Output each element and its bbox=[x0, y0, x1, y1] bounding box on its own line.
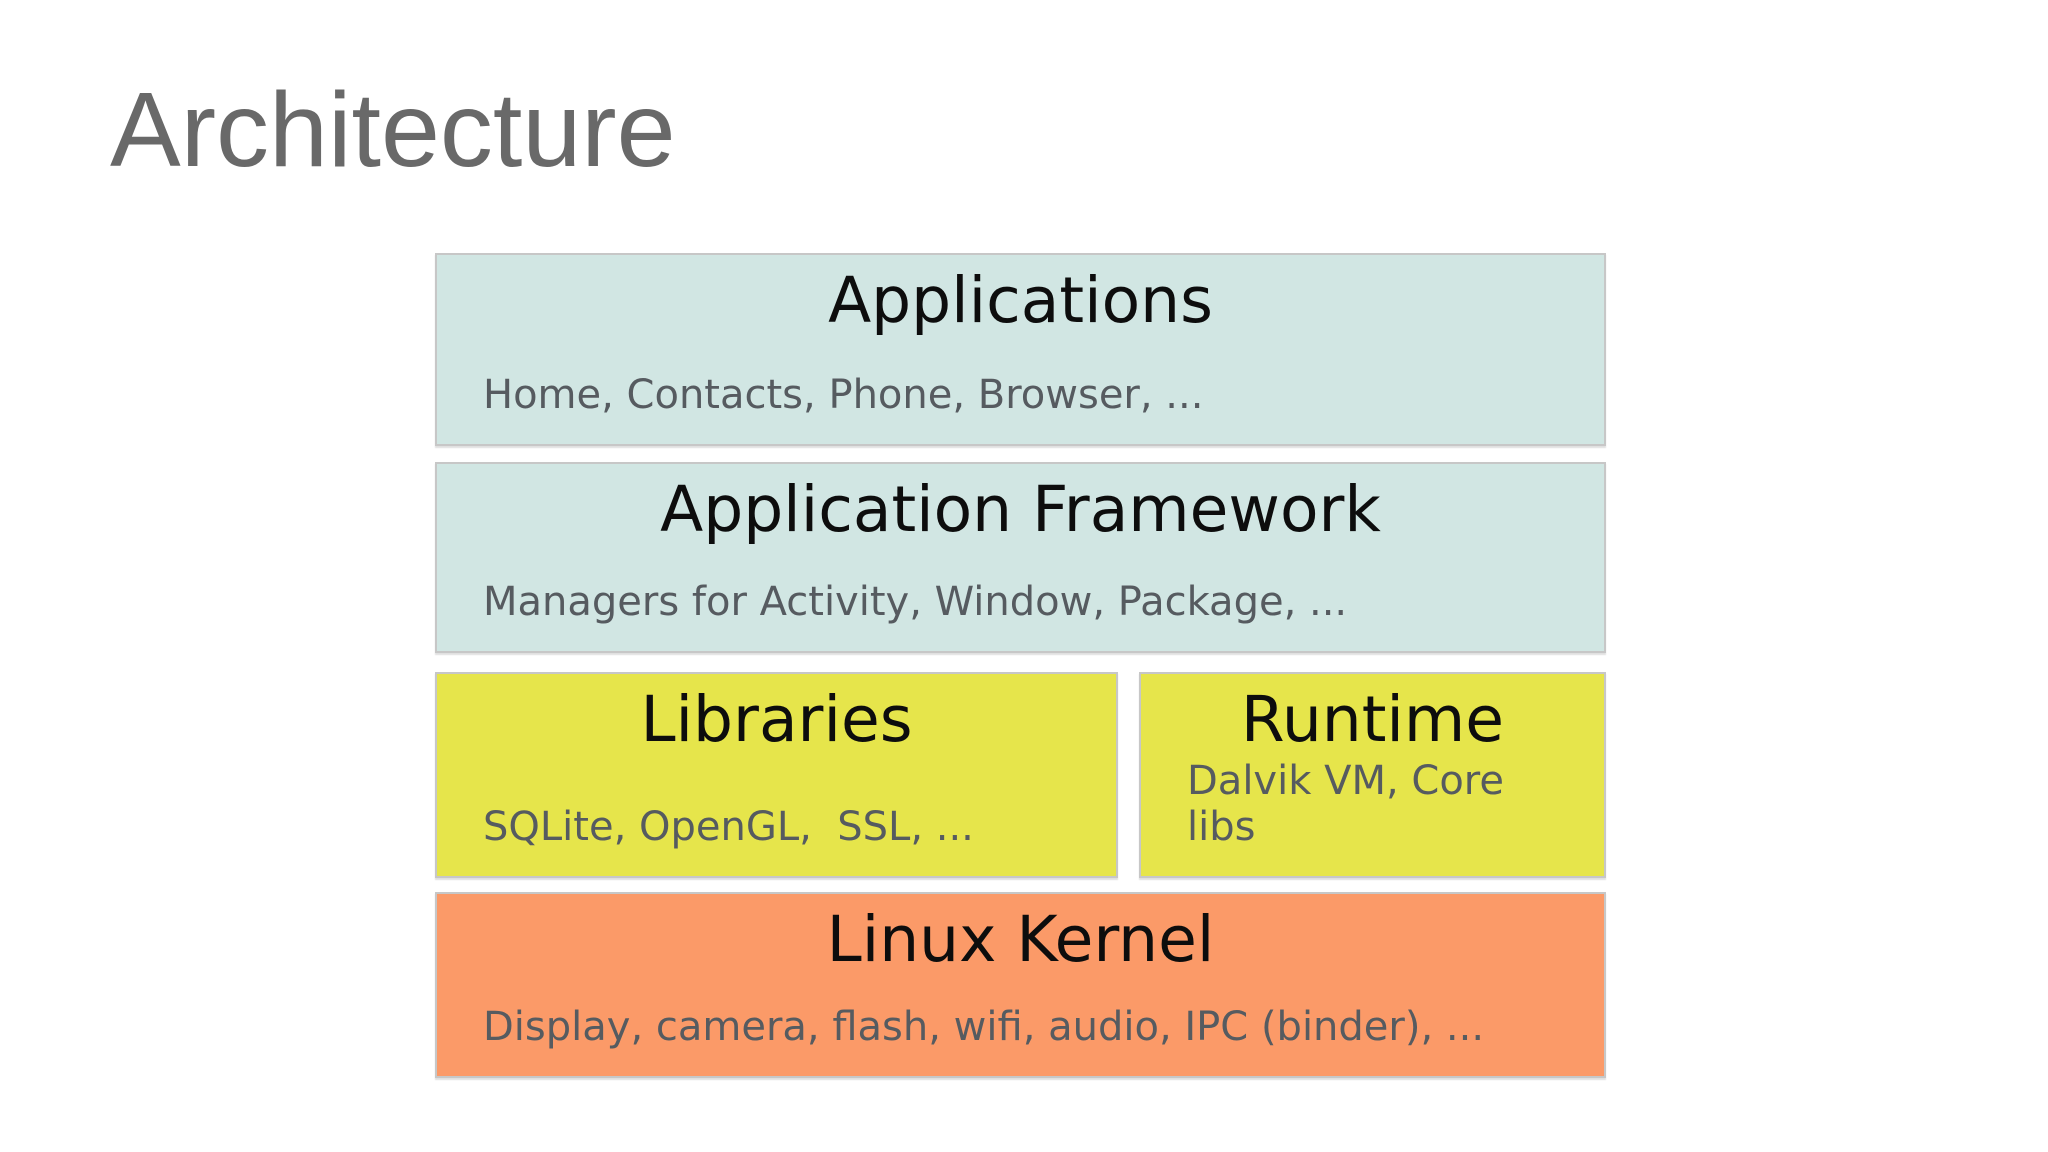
layer-libraries-subtitle: SQLite, OpenGL, SSL, ... bbox=[483, 804, 974, 850]
layer-application-framework: Application Framework Managers for Activ… bbox=[435, 462, 1606, 653]
layer-libraries: Libraries SQLite, OpenGL, SSL, ... bbox=[435, 672, 1118, 878]
layer-linux-kernel-title: Linux Kernel bbox=[826, 903, 1215, 976]
layer-runtime-subtitle: Dalvik VM, Core libs bbox=[1187, 758, 1517, 850]
layer-applications: Applications Home, Contacts, Phone, Brow… bbox=[435, 253, 1606, 446]
layer-linux-kernel: Linux Kernel Display, camera, flash, wif… bbox=[435, 892, 1606, 1078]
slide-title: Architecture bbox=[110, 71, 676, 189]
layer-libraries-title: Libraries bbox=[640, 683, 913, 756]
layer-runtime-title: Runtime bbox=[1240, 683, 1505, 756]
architecture-stack-diagram: Applications Home, Contacts, Phone, Brow… bbox=[435, 253, 1606, 1078]
layer-application-framework-subtitle: Managers for Activity, Window, Package, … bbox=[483, 579, 1348, 625]
layer-application-framework-title: Application Framework bbox=[660, 473, 1381, 546]
layer-applications-subtitle: Home, Contacts, Phone, Browser, ... bbox=[483, 372, 1204, 418]
libraries-runtime-row: Libraries SQLite, OpenGL, SSL, ... Runti… bbox=[435, 672, 1606, 878]
layer-linux-kernel-subtitle: Display, camera, flash, wifi, audio, IPC… bbox=[483, 1004, 1485, 1050]
layer-runtime: Runtime Dalvik VM, Core libs bbox=[1139, 672, 1606, 878]
layer-applications-title: Applications bbox=[828, 264, 1213, 337]
